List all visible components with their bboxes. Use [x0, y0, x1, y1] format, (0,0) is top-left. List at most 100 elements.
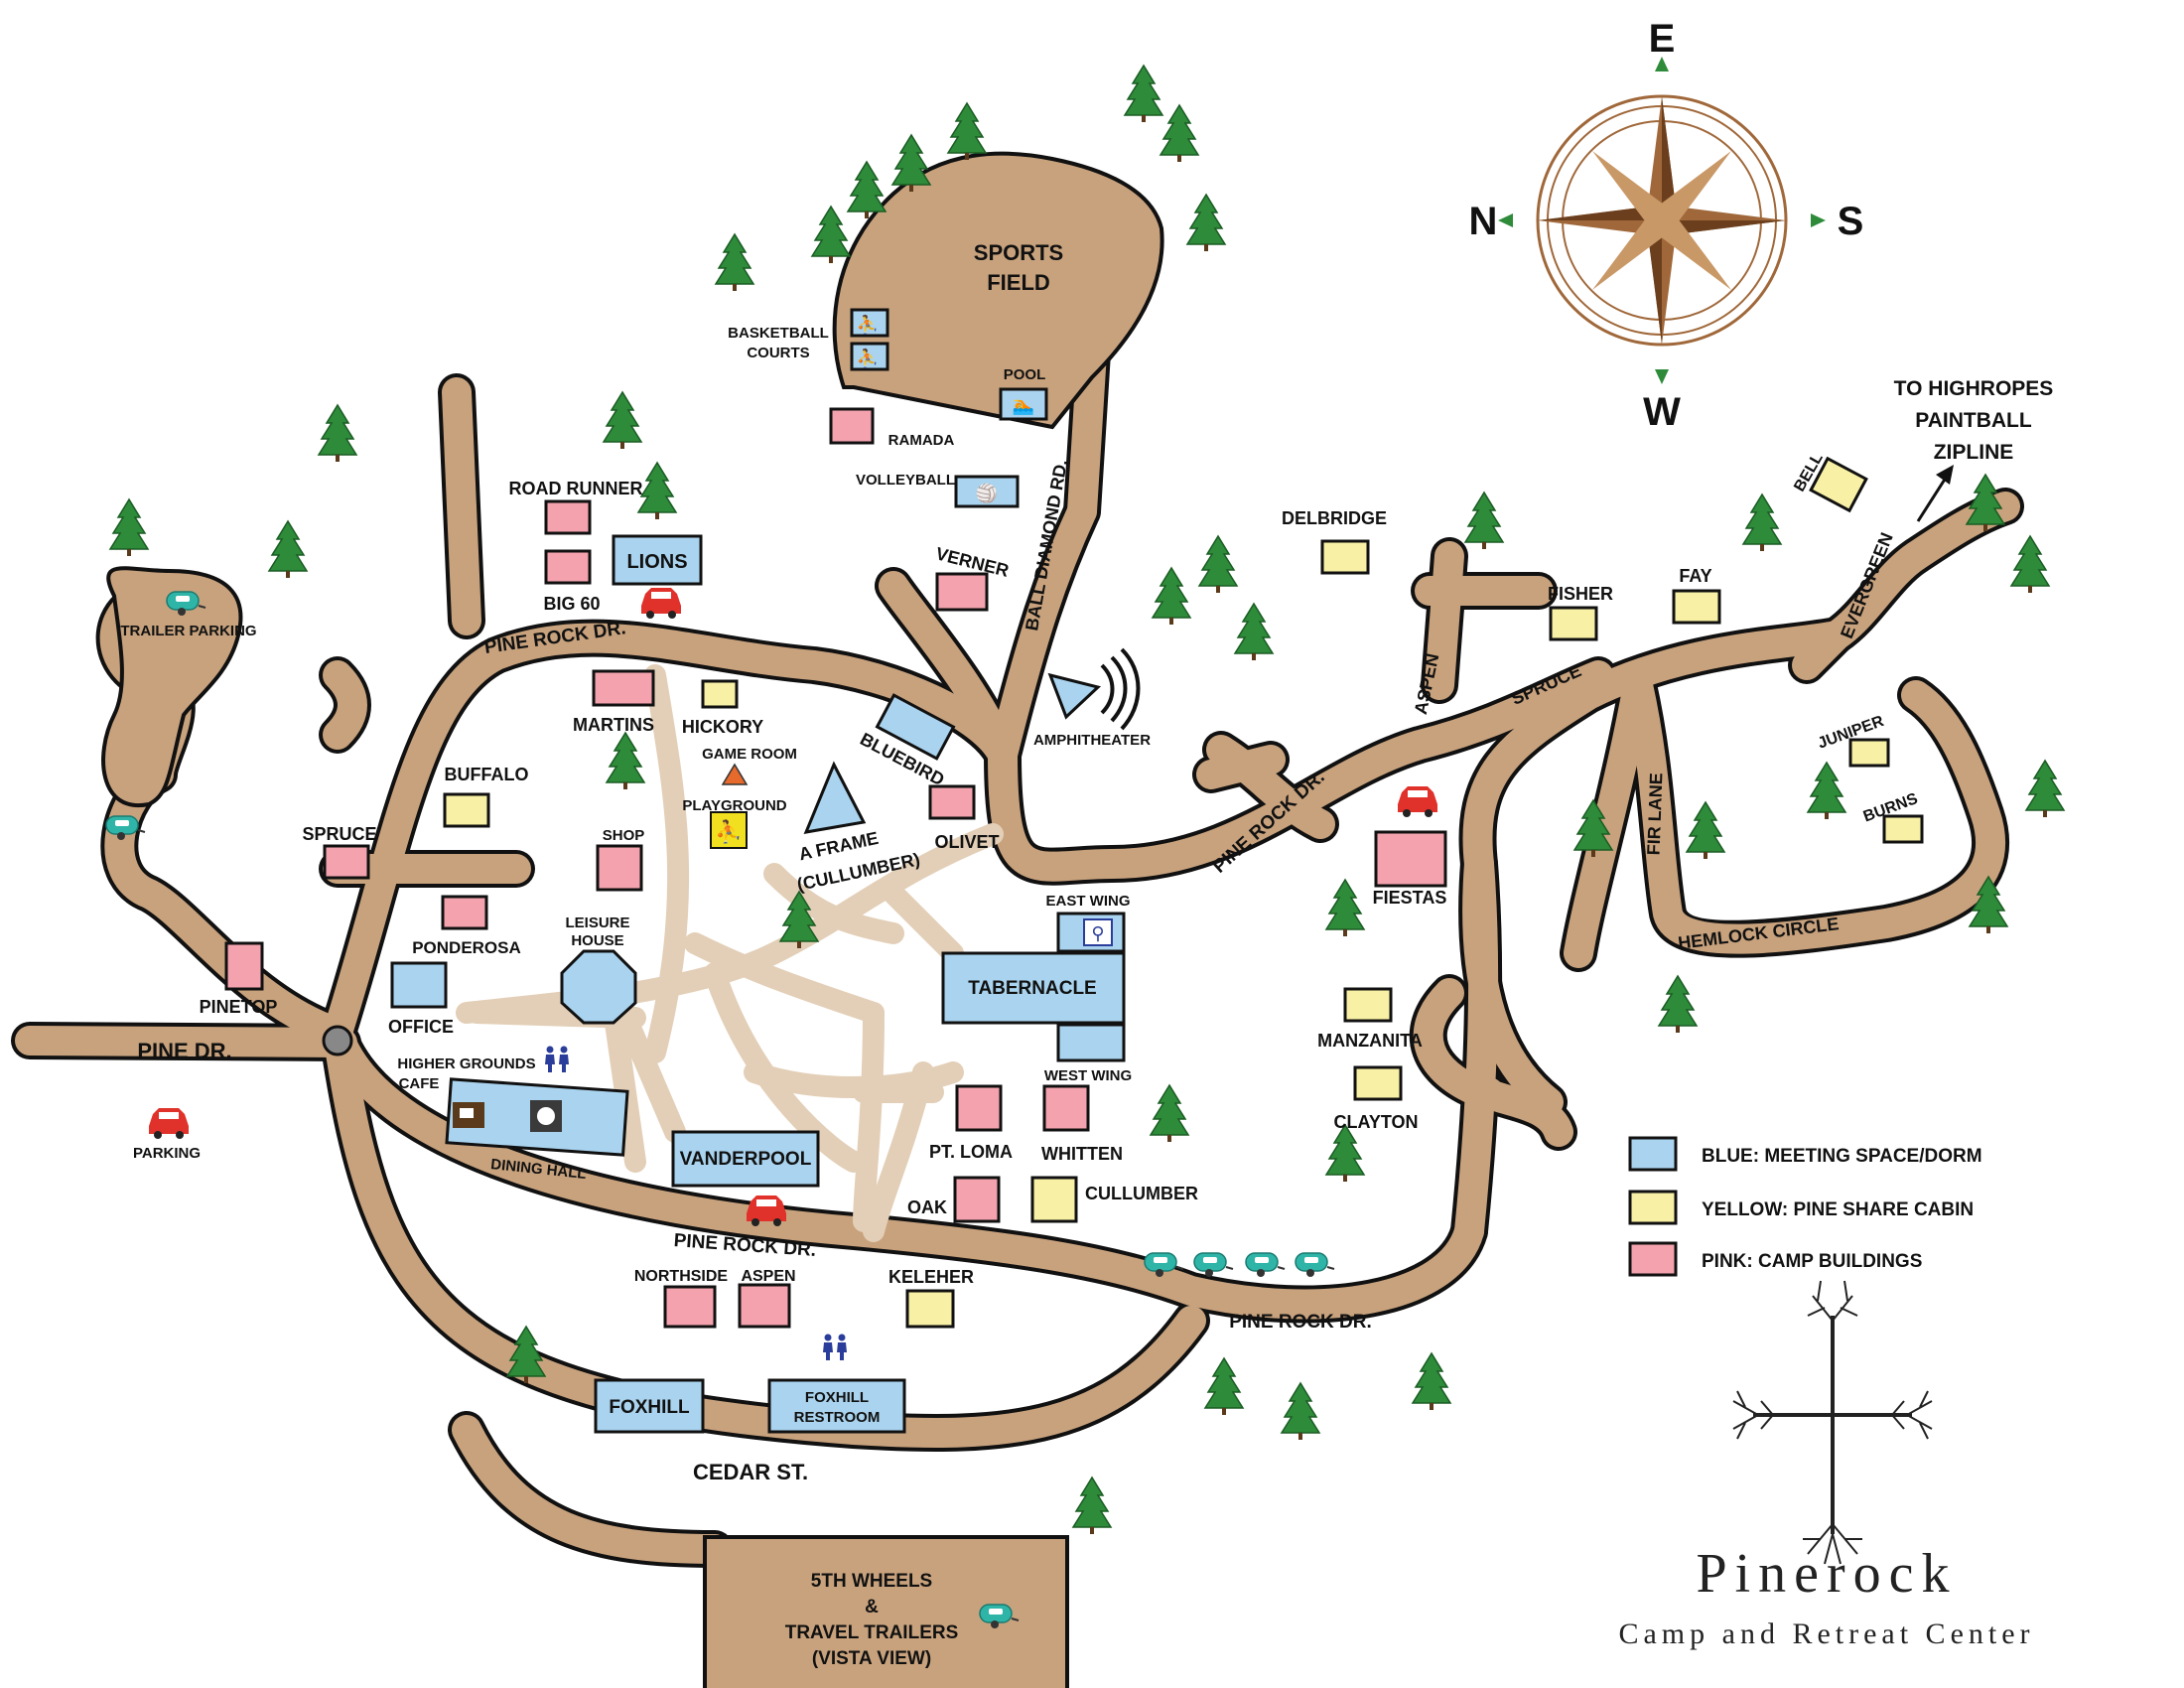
martins-building[interactable] — [592, 669, 655, 707]
ponderosa-building[interactable] — [441, 895, 488, 930]
foxhill-restroom-label: RESTROOM — [794, 1409, 881, 1426]
fisher-building[interactable] — [1549, 606, 1598, 641]
oak-label: OAK — [907, 1197, 947, 1217]
pool-icon: 🏊 — [1013, 395, 1034, 415]
pool-icon[interactable] — [999, 387, 1048, 421]
clayton-building[interactable] — [1353, 1065, 1403, 1101]
ramada-label: RAMADA — [888, 432, 955, 449]
vanderpool-label: VANDERPOOL — [680, 1149, 812, 1170]
whitten-building[interactable] — [1042, 1084, 1090, 1132]
cullumber-building[interactable] — [1030, 1176, 1078, 1223]
legend-blue-label: BLUE: MEETING SPACE/DORM — [1702, 1146, 1982, 1167]
office-label: OFFICE — [388, 1017, 454, 1037]
ramada-building[interactable] — [829, 407, 875, 445]
legend-yellow-label: YELLOW: PINE SHARE CABIN — [1702, 1199, 1974, 1220]
juniper-building[interactable] — [1848, 738, 1890, 768]
hickory-building[interactable] — [701, 679, 739, 709]
lions-building[interactable] — [612, 534, 703, 586]
brand: Pinerock Camp and Retreat Center — [1618, 1543, 2034, 1650]
trailer-icon — [1295, 1252, 1335, 1278]
compass-n-label: N — [1469, 200, 1498, 243]
cedar-st-label: CEDAR ST. — [693, 1460, 808, 1484]
fifth-wheels-label: 5TH WHEELS — [811, 1571, 932, 1592]
trailer-parking-area[interactable] — [101, 566, 243, 808]
buffalo-building[interactable] — [443, 792, 490, 828]
fay-label: FAY — [1679, 566, 1711, 586]
leisure-house-label: LEISURE — [565, 914, 629, 931]
tree-icon — [1686, 801, 1725, 860]
leisure-house-label: HOUSE — [571, 932, 623, 949]
fifth-wheels-label: (VISTA VIEW) — [812, 1648, 931, 1669]
tree-icon — [603, 391, 642, 450]
compass-w-label: W — [1643, 390, 1681, 434]
sports-field-area[interactable] — [832, 151, 1164, 430]
oak-building[interactable] — [953, 1176, 1001, 1223]
delbridge-label: DELBRIDGE — [1282, 508, 1387, 528]
a-frame-label: A FRAME — [797, 828, 881, 864]
fay-building[interactable] — [1672, 589, 1721, 625]
leisure-house-building[interactable] — [560, 949, 637, 1025]
clayton-label: CLAYTON — [1333, 1112, 1418, 1132]
tree-icon — [1325, 1124, 1365, 1183]
a-frame-building[interactable] — [803, 761, 867, 834]
higher-grounds-label: HIGHER GROUNDS — [397, 1055, 535, 1072]
aspen-building[interactable] — [738, 1283, 791, 1329]
pool-label: POOL — [1004, 366, 1046, 383]
foxhill-restroom-label: FOXHILL — [805, 1389, 869, 1406]
shop-building[interactable] — [596, 844, 643, 892]
amphitheater-icon[interactable] — [1047, 647, 1141, 731]
foxhill-label: FOXHILL — [609, 1397, 690, 1418]
west-wing-label: WEST WING — [1044, 1067, 1132, 1084]
playground-icon: ⛹ — [715, 818, 742, 844]
northside-building[interactable] — [663, 1285, 717, 1329]
big60-building[interactable] — [544, 549, 592, 585]
restroom-icon — [559, 1046, 569, 1072]
brand-tagline: Camp and Retreat Center — [1618, 1618, 2034, 1650]
bluebird-building[interactable] — [875, 693, 956, 761]
vanderpool-building[interactable] — [671, 1130, 820, 1188]
volleyball-icon[interactable] — [954, 475, 1020, 508]
tree-icon — [1124, 65, 1163, 123]
restroom-icon — [1083, 918, 1113, 946]
restroom-icon — [837, 1334, 847, 1360]
trailer-parking-label: TRAILER PARKING — [120, 623, 256, 639]
burns-building[interactable] — [1882, 814, 1924, 844]
fir-lane-label: FIR LANE — [1644, 773, 1667, 856]
foxhill-restroom-building[interactable] — [767, 1378, 906, 1434]
tree-icon — [1742, 493, 1782, 552]
bell-building[interactable] — [1809, 456, 1868, 513]
delbridge-building[interactable] — [1320, 539, 1370, 575]
tree-icon — [109, 498, 149, 557]
basketball-icon[interactable] — [850, 342, 889, 371]
big60-label: BIG 60 — [543, 594, 600, 614]
legend-pink-label: PINK: CAMP BUILDINGS — [1702, 1251, 1922, 1272]
pinetop-building[interactable] — [224, 941, 264, 991]
arrow-icon — [1916, 465, 1954, 522]
pt-loma-label: PT. LOMA — [929, 1142, 1013, 1162]
higher-grounds-label: CAFE — [399, 1075, 440, 1092]
tree-icon — [1464, 492, 1504, 550]
restroom-icon: ⚲ — [1091, 923, 1104, 943]
spruce-building[interactable] — [323, 844, 370, 880]
road-runner-building[interactable] — [544, 499, 592, 535]
ponderosa-label: PONDEROSA — [412, 938, 521, 957]
tree-icon — [1204, 1357, 1244, 1416]
tree-icon — [1072, 1477, 1112, 1535]
restroom-icon — [823, 1334, 833, 1360]
tabernacle-building[interactable] — [941, 951, 1126, 1025]
basketball-icon[interactable] — [850, 308, 889, 338]
game-room-label: GAME ROOM — [702, 746, 797, 763]
verner-building[interactable] — [935, 572, 989, 612]
fiestas-building[interactable] — [1374, 830, 1447, 888]
highropes-label: PAINTBALL — [1915, 409, 2032, 432]
keleher-building[interactable] — [905, 1289, 955, 1329]
office-building[interactable] — [390, 961, 448, 1009]
manzanita-building[interactable] — [1343, 987, 1393, 1023]
foxhill-building[interactable] — [594, 1378, 705, 1434]
olivet-building[interactable] — [928, 784, 976, 820]
compass-s-label: S — [1838, 200, 1864, 243]
manzanita-label: MANZANITA — [1317, 1031, 1423, 1051]
pt-loma-building[interactable] — [955, 1084, 1003, 1132]
playground-icon[interactable] — [710, 811, 748, 849]
west-wing-building[interactable] — [1056, 1023, 1126, 1062]
